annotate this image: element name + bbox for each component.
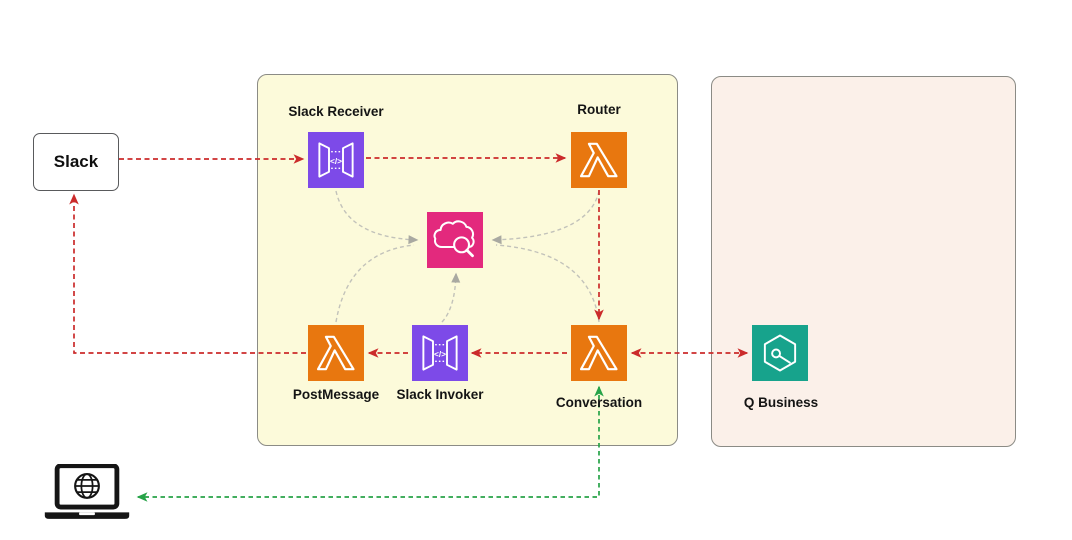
slack-invoker-label: Slack Invoker [396,387,484,402]
api-gateway-icon: </> [308,132,364,188]
lambda-icon [571,325,627,381]
slack-receiver-node: </> [308,132,364,188]
q-business-label: Q Business [743,395,819,410]
lambda-icon [571,132,627,188]
slack-invoker-node: </> [412,325,468,381]
slack-receiver-label: Slack Receiver [288,104,384,119]
q-business-icon [752,325,808,381]
q-business-node [752,325,808,381]
postmessage-label: PostMessage [292,387,380,402]
postmessage-node [308,325,364,381]
monitoring-node [427,212,483,268]
router-label: Router [577,102,621,117]
laptop-globe-icon [44,464,130,519]
conversation-label: Conversation [555,395,643,410]
slack-node: Slack [33,133,119,191]
slack-label: Slack [53,152,99,171]
svg-text:</>: </> [330,156,342,166]
lambda-icon [308,325,364,381]
q-business-group [711,76,1016,447]
cloudwatch-icon [427,212,483,268]
conversation-node [571,325,627,381]
svg-text:</>: </> [434,349,446,359]
router-node [571,132,627,188]
api-gateway-icon: </> [412,325,468,381]
